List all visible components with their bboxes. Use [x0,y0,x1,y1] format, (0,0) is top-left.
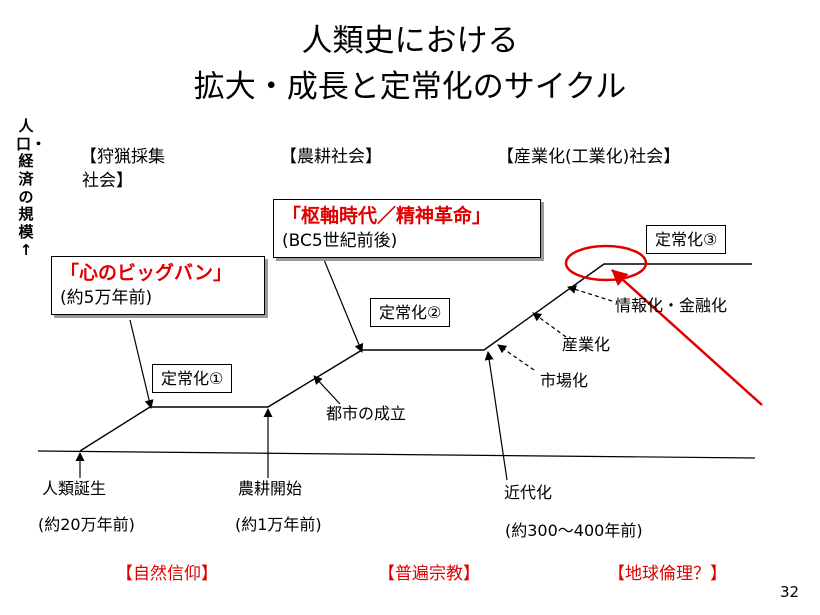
event-modern: 近代化 [504,483,553,502]
stage-3-box: 定常化③ [646,225,727,255]
era-industrial: 【産業化(工業化)社会】 [497,147,681,167]
religion-nature: 【自然信仰】 [116,564,218,584]
modern-arrow [484,351,508,481]
era-hunting-line-2: 社会】 [82,171,133,191]
big-bang-date: (約5万年前) [60,287,153,308]
era-hunting-line-1: 【狩猟採集 [80,147,165,167]
highlight-arrow [611,269,763,406]
page-number: 32 [780,583,800,601]
axial-age-callout: 「枢軸時代／精神革命」 (BC5世紀前後) [273,199,541,258]
era-farming: 【農耕社会】 [280,147,382,167]
y-axis-label: 人口・経済の規模↑ [16,117,47,259]
finance-arrow [567,285,613,302]
big-bang-pointer [129,319,154,409]
city-arrow [313,375,341,405]
stage-2-box: 定常化② [370,298,451,328]
event-industry: 産業化 [562,335,611,354]
big-bang-headline: 「心のビッグバン」 [60,262,232,284]
axial-age-headline: 「枢軸時代／精神革命」 [282,205,492,227]
event-agri-date: (約1万年前) [235,515,322,534]
big-bang-callout: 「心のビッグバン」 (約5万年前) [51,256,265,315]
baseline [37,450,756,459]
event-city: 都市の成立 [326,404,407,423]
title-line-2: 拡大・成長と定常化のサイクル [193,69,627,105]
axial-age-date: (BC5世紀前後) [282,230,398,251]
event-finance: 情報化・金融化 [615,296,728,315]
event-agri: 農耕開始 [238,479,303,498]
event-market: 市場化 [540,371,589,390]
religion-earth-ethics: 【地球倫理？】 [608,564,727,584]
axial-pointer [319,249,364,353]
event-modern-date: (約300～400年前) [505,521,643,540]
market-arrow [497,344,535,371]
event-birth: 人類誕生 [42,479,107,498]
title-line-1: 人類史における [301,23,519,59]
religion-universal: 【普遍宗教】 [378,564,480,584]
stage-1-box: 定常化① [152,364,233,394]
industry-arrow [532,312,567,338]
event-birth-date: (約20万年前) [38,515,135,534]
highlight-ellipse [564,244,648,282]
